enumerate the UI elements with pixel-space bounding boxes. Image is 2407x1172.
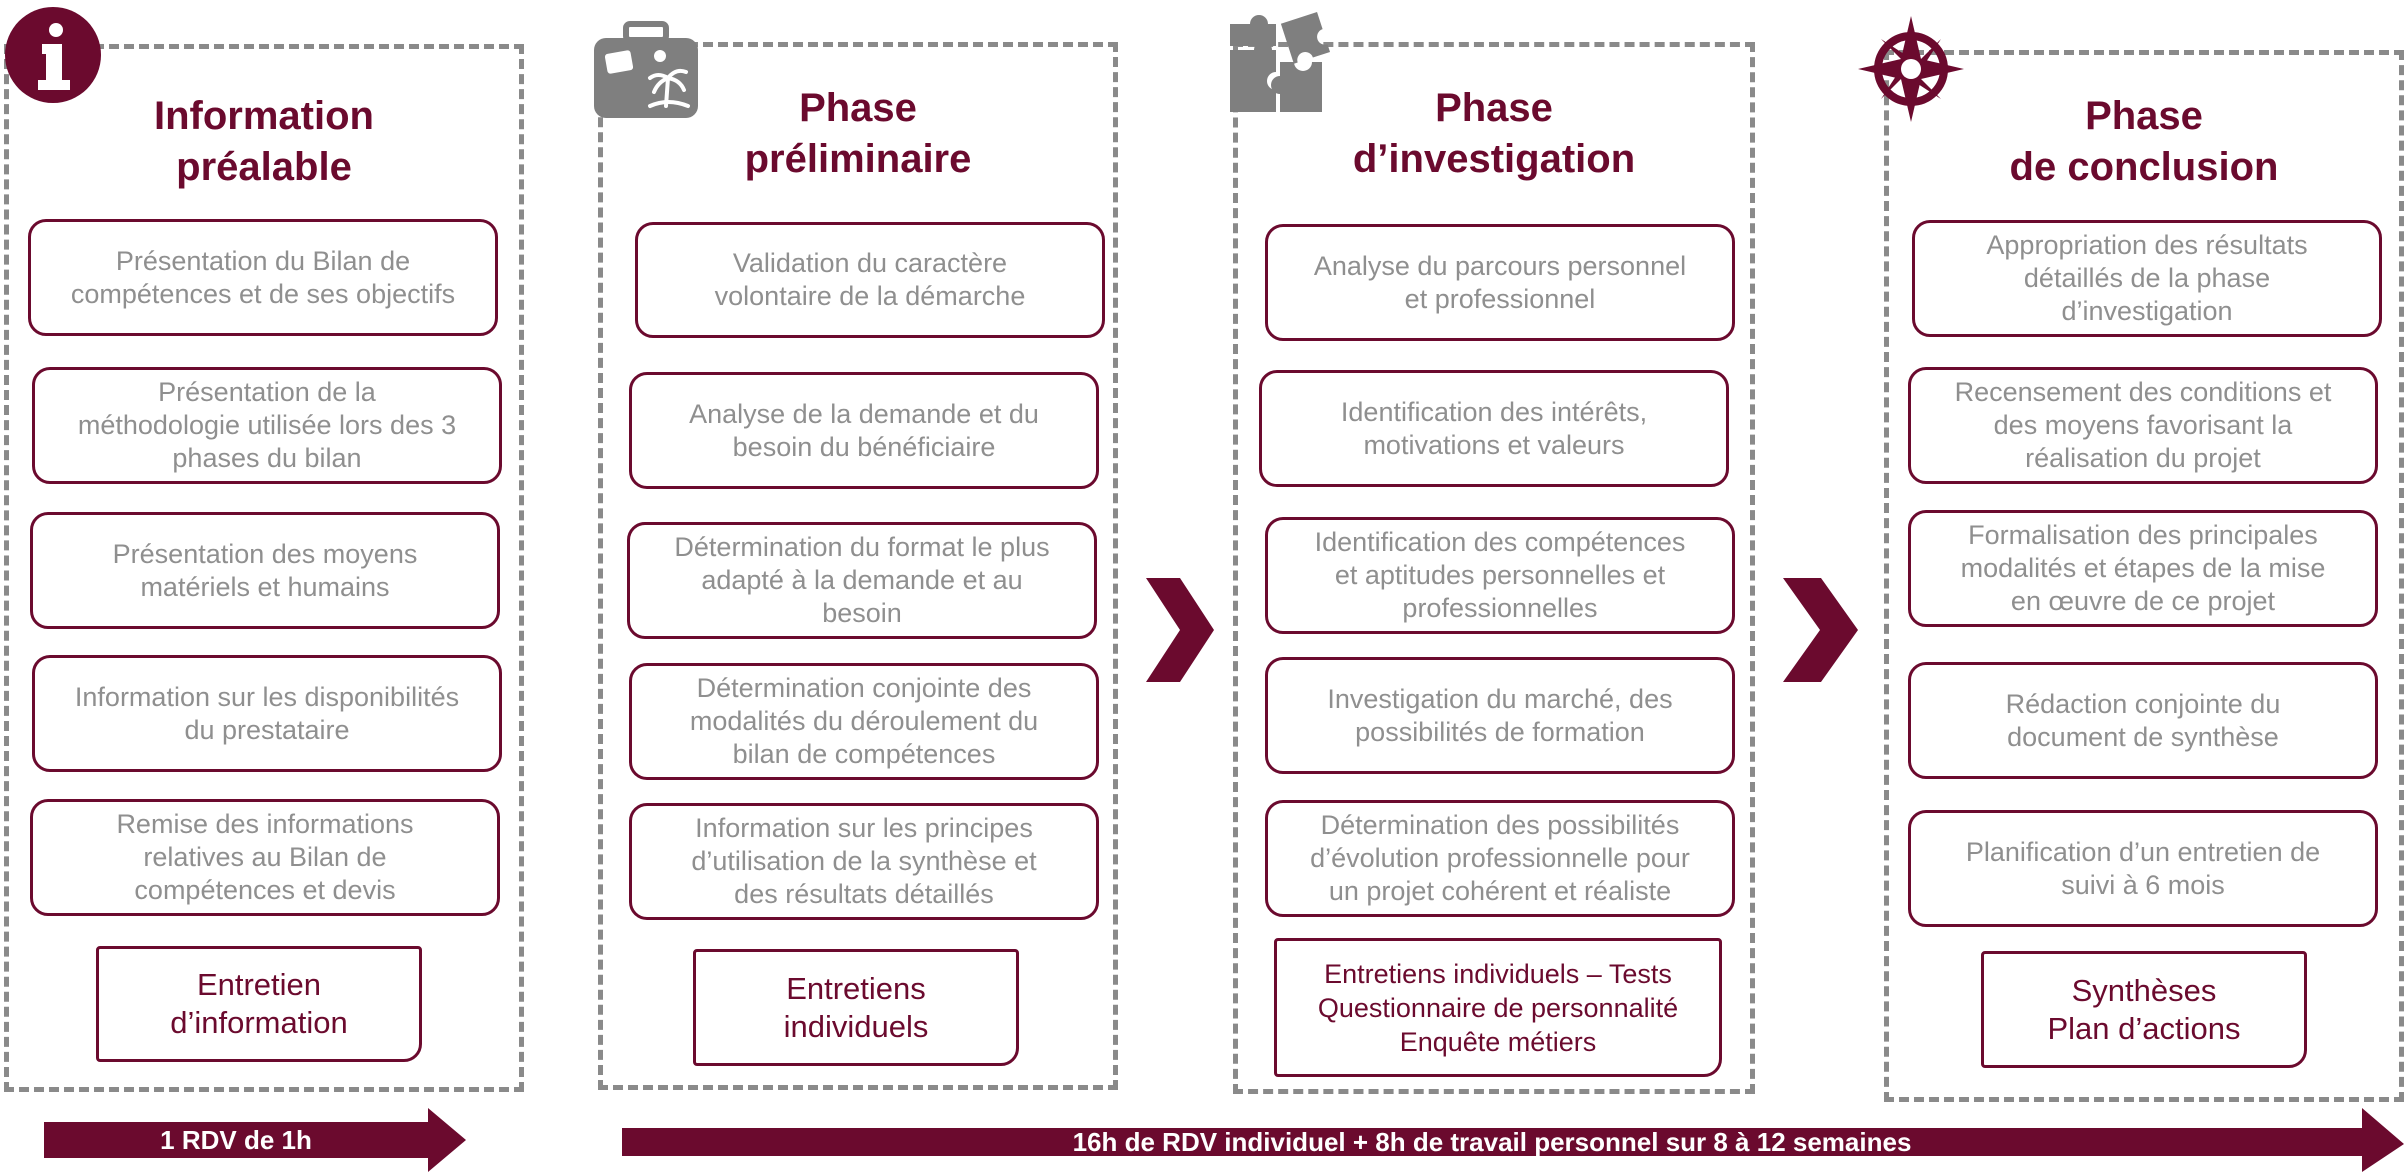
column-title: Phase d’investigation [1352, 86, 1636, 181]
column-information-prealable: Information préalable Présentation du Bi… [4, 44, 524, 1092]
step-box: Remise des informations relatives au Bil… [30, 799, 500, 916]
step-box: Identification des compétences et aptitu… [1265, 517, 1735, 634]
step-box: Recensement des conditions et des moyens… [1908, 367, 2378, 484]
interview-box: Synthèses Plan d’actions [1981, 951, 2307, 1068]
chevron-right-icon [1146, 578, 1214, 682]
interview-box: Entretien d’information [96, 946, 422, 1062]
chevron-right-icon [1783, 578, 1858, 682]
step-box: Détermination du format le plus adapté à… [627, 522, 1097, 639]
timeline-label-long: 16h de RDV individuel + 8h de travail pe… [1072, 1127, 1912, 1157]
step-box: Détermination des possibilités d’évoluti… [1265, 800, 1735, 917]
info-icon [4, 6, 102, 104]
interview-box: Entretiens individuels [693, 949, 1019, 1066]
column-phase-investigation: Phase d’investigation Analyse du parcour… [1233, 42, 1755, 1094]
step-box: Présentation de la méthodologie utilisée… [32, 367, 502, 484]
step-box: Présentation du Bilan de compétences et … [28, 219, 498, 336]
step-box: Rédaction conjointe du document de synth… [1908, 662, 2378, 779]
step-box: Information sur les principes d’utilisat… [629, 803, 1099, 920]
step-box: Validation du caractère volontaire de la… [635, 222, 1105, 338]
compass-rose-icon [1856, 14, 1966, 124]
step-box: Présentation des moyens matériels et hum… [30, 512, 500, 629]
timeline-arrow-long: 16h de RDV individuel + 8h de travail pe… [622, 1108, 2404, 1172]
step-box: Identification des intérêts, motivations… [1259, 370, 1729, 487]
puzzle-icon [1228, 10, 1338, 114]
step-box: Information sur les disponibilités du pr… [32, 655, 502, 772]
column-title: Phase préliminaire [744, 86, 972, 181]
step-box: Appropriation des résultats détaillés de… [1912, 220, 2382, 337]
step-box: Analyse du parcours personnel et profess… [1265, 224, 1735, 341]
interview-box: Entretiens individuels – Tests Questionn… [1274, 938, 1722, 1077]
column-phase-preliminaire: Phase préliminaire Validation du caractè… [598, 42, 1118, 1090]
step-box: Formalisation des principales modalités … [1908, 510, 2378, 627]
suitcase-icon [592, 20, 700, 120]
step-box: Détermination conjointe des modalités du… [629, 663, 1099, 780]
step-box: Analyse de la demande et du besoin du bé… [629, 372, 1099, 489]
step-box: Planification d’un entretien de suivi à … [1908, 810, 2378, 927]
step-box: Investigation du marché, des possibilité… [1265, 657, 1735, 774]
column-title: Information préalable [154, 94, 374, 189]
timeline-label-short: 1 RDV de 1h [160, 1125, 312, 1155]
column-phase-conclusion: Phase de conclusion Appropriation des ré… [1884, 50, 2404, 1102]
column-title: Phase de conclusion [2009, 94, 2279, 189]
timeline-arrow-short: 1 RDV de 1h [44, 1108, 466, 1172]
